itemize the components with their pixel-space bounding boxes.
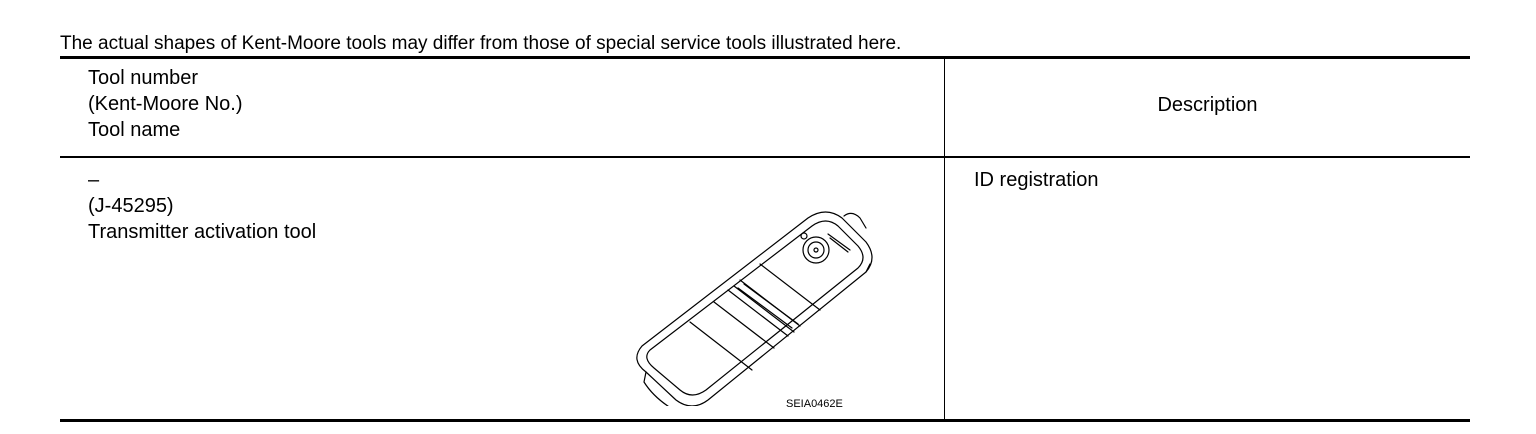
header-tool-info: Tool number (Kent-Moore No.) Tool name: [88, 65, 243, 143]
table-bottom-rule: [60, 419, 1470, 422]
header-tool-number: Tool number: [88, 67, 199, 89]
intro-note: The actual shapes of Kent-Moore tools ma…: [60, 33, 902, 54]
row-kent-moore-no: (J-45295): [88, 195, 174, 217]
special-service-tools-table: Tool number (Kent-Moore No.) Tool name D…: [60, 56, 1470, 422]
row-tool-number: –: [88, 169, 100, 191]
figure-code: SEIA0462E: [786, 398, 843, 410]
transmitter-activation-tool-icon: [636, 211, 873, 406]
row-description: ID registration: [974, 169, 1099, 191]
row-tool-name: Transmitter activation tool: [88, 221, 317, 243]
table-row: – (J-45295) Transmitter activation tool: [88, 167, 316, 245]
table-top-rule: [60, 56, 1470, 59]
header-tool-name: Tool name: [88, 119, 181, 141]
header-separator-rule: [60, 156, 1470, 158]
header-description: Description: [1157, 94, 1258, 116]
header-kent-moore-no: (Kent-Moore No.): [88, 93, 243, 115]
column-divider: [944, 56, 945, 422]
